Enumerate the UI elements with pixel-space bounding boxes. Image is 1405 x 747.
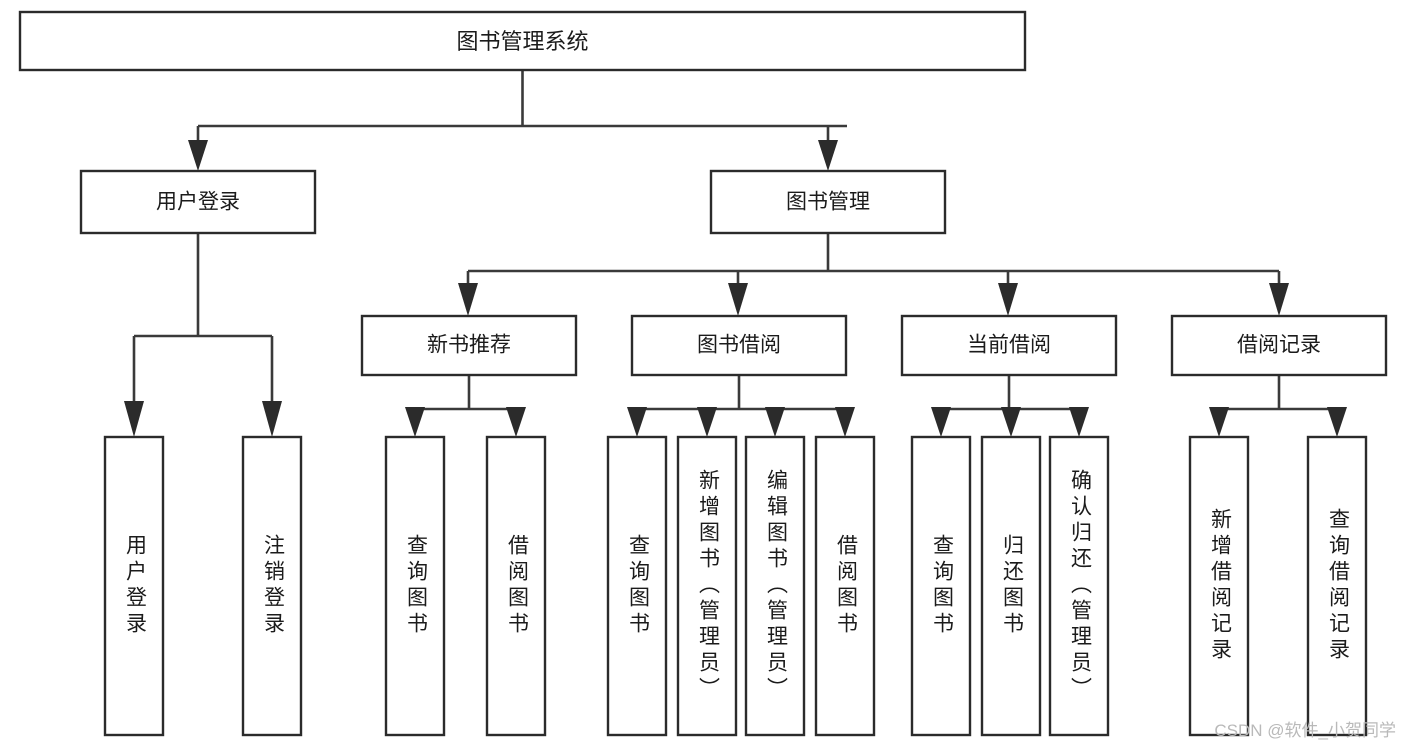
csdn-watermark: CSDN @软件_小贺同学	[1214, 721, 1396, 740]
node-book-management[interactable]: 图书管理	[709, 169, 947, 235]
node-new-book-recommend-label: 新书推荐	[427, 334, 511, 357]
node-current-borrow-label: 当前借阅	[967, 334, 1051, 357]
node-book-borrow-label: 图书借阅	[697, 334, 781, 357]
node-leaf-borrow-book-2-label: 借阅图书	[834, 534, 858, 638]
node-leaf-add-book[interactable]: 新增图书（管理员）	[676, 435, 738, 737]
arrow-head-leaf-user-login	[124, 401, 144, 437]
connector-group-user-login	[124, 233, 282, 437]
node-current-borrow[interactable]: 当前借阅	[900, 314, 1118, 377]
arrow-head-book-borrow	[728, 283, 748, 316]
arrow-head-leaf-borrow-book-2	[835, 407, 855, 437]
node-root-box[interactable]	[18, 10, 1027, 72]
node-leaf-user-logout-label: 注销登录	[261, 534, 285, 638]
arrow-head-leaf-user-logout	[262, 401, 282, 437]
connector-group-root	[188, 70, 847, 171]
node-leaf-user-login[interactable]: 用户登录	[103, 435, 165, 737]
node-leaf-confirm-return-label: 确认归还（管理员）	[1068, 469, 1092, 703]
node-leaf-edit-book-box[interactable]	[744, 435, 806, 737]
connector-group-borrow-records	[1209, 375, 1347, 437]
node-book-management-label: 图书管理	[786, 191, 870, 214]
node-root-label: 图书管理系统	[456, 29, 588, 54]
node-leaf-confirm-return-box[interactable]	[1048, 435, 1110, 737]
node-leaf-confirm-return[interactable]: 确认归还（管理员）	[1048, 435, 1110, 737]
node-leaf-borrow-book-1-label: 借阅图书	[505, 534, 529, 638]
node-user-login-box[interactable]	[79, 169, 317, 235]
node-new-book-recommend[interactable]: 新书推荐	[360, 314, 578, 377]
node-leaf-edit-book[interactable]: 编辑图书（管理员）	[744, 435, 806, 737]
node-user-login[interactable]: 用户登录	[79, 169, 317, 235]
connector-group-current-borrow	[931, 375, 1089, 437]
connector-group-book-management	[458, 233, 1289, 316]
node-leaf-query-book-1-box[interactable]	[384, 435, 446, 737]
node-leaf-return-book-box[interactable]	[980, 435, 1042, 737]
connector-group-book-borrow	[627, 375, 855, 437]
arrow-head-user-login	[188, 140, 208, 171]
node-leaf-borrow-book-1-box[interactable]	[485, 435, 547, 737]
arrow-head-borrow-records	[1269, 283, 1289, 316]
arrow-head-leaf-edit-book	[765, 407, 785, 437]
node-leaf-user-logout[interactable]: 注销登录	[241, 435, 303, 737]
node-leaf-borrow-book-1[interactable]: 借阅图书	[485, 435, 547, 737]
arrow-head-leaf-return-book	[1001, 407, 1021, 437]
node-new-book-recommend-box[interactable]	[360, 314, 578, 377]
arrow-head-leaf-add-record	[1209, 407, 1229, 437]
node-leaf-borrow-book-2-box[interactable]	[814, 435, 876, 737]
arrow-head-new-book-recommend	[458, 283, 478, 316]
connector-group-new-book-recommend	[405, 375, 526, 437]
node-leaf-query-book-3-label: 查询图书	[930, 534, 954, 638]
node-book-borrow-box[interactable]	[630, 314, 848, 377]
node-leaf-query-book-2[interactable]: 查询图书	[606, 435, 668, 737]
arrow-head-leaf-query-book-1	[405, 407, 425, 437]
node-book-borrow[interactable]: 图书借阅	[630, 314, 848, 377]
arrow-head-leaf-add-book	[697, 407, 717, 437]
node-leaf-query-record-box[interactable]	[1306, 435, 1368, 737]
arrow-head-leaf-borrow-book-1	[506, 407, 526, 437]
arrow-head-book-management	[818, 140, 838, 171]
arrow-head-leaf-query-book-3	[931, 407, 951, 437]
node-leaf-user-login-box[interactable]	[103, 435, 165, 737]
node-leaf-query-book-1-label: 查询图书	[404, 534, 428, 638]
node-borrow-records[interactable]: 借阅记录	[1170, 314, 1388, 377]
node-user-login-label: 用户登录	[156, 191, 240, 214]
node-leaf-query-record-label: 查询借阅记录	[1326, 508, 1350, 664]
arrow-head-current-borrow	[998, 283, 1018, 316]
node-leaf-query-record[interactable]: 查询借阅记录	[1306, 435, 1368, 737]
node-leaf-edit-book-label: 编辑图书（管理员）	[764, 469, 788, 703]
node-leaf-return-book-label: 归还图书	[1000, 534, 1024, 638]
node-leaf-add-record-label: 新增借阅记录	[1208, 508, 1232, 664]
node-leaf-add-book-label: 新增图书（管理员）	[696, 469, 720, 703]
arrow-head-leaf-confirm-return	[1069, 407, 1089, 437]
node-leaf-query-book-3-box[interactable]	[910, 435, 972, 737]
node-leaf-query-book-1[interactable]: 查询图书	[384, 435, 446, 737]
node-leaf-borrow-book-2[interactable]: 借阅图书	[814, 435, 876, 737]
arrow-head-leaf-query-record	[1327, 407, 1347, 437]
node-leaf-add-book-box[interactable]	[676, 435, 738, 737]
node-leaf-add-record-box[interactable]	[1188, 435, 1250, 737]
node-leaf-query-book-2-box[interactable]	[606, 435, 668, 737]
node-leaf-return-book[interactable]: 归还图书	[980, 435, 1042, 737]
node-current-borrow-box[interactable]	[900, 314, 1118, 377]
node-borrow-records-label: 借阅记录	[1237, 334, 1321, 357]
node-leaf-query-book-3[interactable]: 查询图书	[910, 435, 972, 737]
node-leaf-query-book-2-label: 查询图书	[626, 534, 650, 638]
node-borrow-records-box[interactable]	[1170, 314, 1388, 377]
node-root[interactable]: 图书管理系统	[18, 10, 1027, 72]
node-leaf-add-record[interactable]: 新增借阅记录	[1188, 435, 1250, 737]
node-book-management-box[interactable]	[709, 169, 947, 235]
node-leaf-user-logout-box[interactable]	[241, 435, 303, 737]
arrow-head-leaf-query-book-2	[627, 407, 647, 437]
node-leaf-user-login-label: 用户登录	[123, 534, 147, 638]
